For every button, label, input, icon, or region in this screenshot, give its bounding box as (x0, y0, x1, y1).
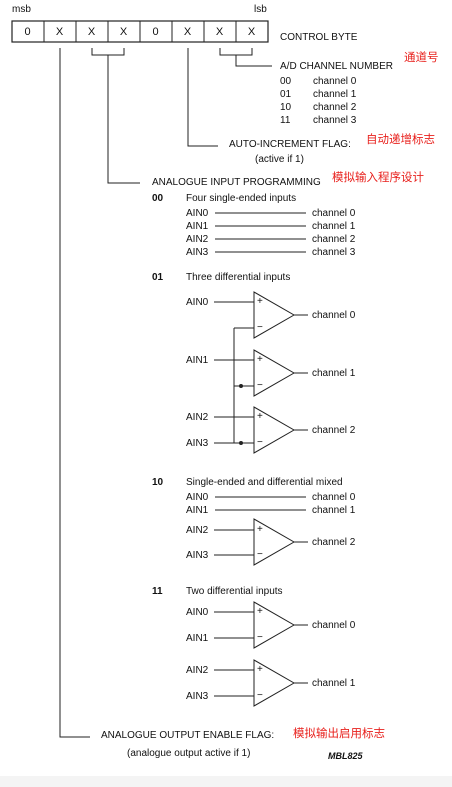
mode00-input-2: AIN2 (186, 234, 209, 245)
mode10-lines (214, 496, 308, 566)
plus-sign: + (257, 664, 263, 675)
mode11-amplifiers (214, 601, 308, 707)
mode01-channel-0: channel 0 (312, 310, 356, 321)
analogue-output-note: (analogue output active if 1) (127, 748, 251, 759)
ad-code-01: 01 (280, 89, 292, 100)
analogue-output-leader (59, 48, 90, 738)
mode00-code: 00 (152, 193, 164, 204)
ad-channel-label-cn: 通道号 (404, 52, 439, 64)
auto-increment-leader (187, 48, 218, 147)
mode10-channel-2: channel 2 (312, 537, 356, 548)
bit-1: X (215, 25, 224, 38)
mode00-input-0: AIN0 (186, 208, 209, 219)
mode11-input-0: AIN0 (186, 607, 209, 618)
auto-increment-note: (active if 1) (255, 154, 304, 165)
minus-sign: − (257, 380, 263, 391)
footer-strip (0, 776, 452, 787)
ad-code-10: 10 (280, 102, 292, 113)
mode11-title: Two differential inputs (186, 586, 283, 597)
mode01-code: 01 (152, 272, 164, 283)
minus-sign: − (257, 437, 263, 448)
mode10-input-3: AIN3 (186, 550, 209, 561)
mode01-amplifiers (214, 291, 308, 454)
minus-sign: − (257, 322, 263, 333)
mode01-title: Three differential inputs (186, 272, 291, 283)
mode01-channel-2: channel 2 (312, 425, 356, 436)
lsb-label: lsb (254, 4, 267, 15)
auto-increment-label-cn: 自动递增标志 (366, 134, 435, 146)
minus-sign: − (257, 632, 263, 643)
bit-3: 0 (152, 25, 159, 38)
auto-increment-label: AUTO-INCREMENT FLAG: (229, 139, 351, 150)
ad-channel-0: channel 0 (313, 76, 357, 87)
minus-sign: − (257, 690, 263, 701)
mode00-input-1: AIN1 (186, 221, 209, 232)
mode00-channel-2: channel 2 (312, 234, 356, 245)
mode10-title: Single-ended and differential mixed (186, 477, 343, 488)
figure-id: MBL825 (328, 751, 363, 761)
ad-channel-leader (219, 48, 272, 67)
ad-channel-label: A/D CHANNEL NUMBER (280, 61, 393, 72)
plus-sign: + (257, 411, 263, 422)
mode10-input-0: AIN0 (186, 492, 209, 503)
mode10-input-1: AIN1 (186, 505, 209, 516)
bit-5: X (87, 25, 96, 38)
ad-channel-1: channel 1 (313, 89, 357, 100)
analogue-input-label-cn: 模拟输入程序设计 (332, 172, 424, 184)
mode00-title: Four single-ended inputs (186, 193, 297, 204)
mode10-input-2: AIN2 (186, 525, 209, 536)
mode11-channel-1: channel 1 (312, 678, 356, 689)
plus-sign: + (257, 354, 263, 365)
mode01-input-3: AIN3 (186, 438, 209, 449)
control-byte-title: CONTROL BYTE (280, 32, 358, 43)
bit-6: X (55, 25, 64, 38)
mode00-channel-1: channel 1 (312, 221, 356, 232)
mode01-input-2: AIN2 (186, 412, 209, 423)
plus-sign: + (257, 296, 263, 307)
mode11-input-3: AIN3 (186, 691, 209, 702)
mode00-channel-3: channel 3 (312, 247, 356, 258)
ad-code-11: 11 (280, 115, 291, 126)
mode10-channel-0: channel 0 (312, 492, 356, 503)
analogue-output-label-cn: 模拟输出启用标志 (293, 728, 385, 740)
mode11-channel-0: channel 0 (312, 620, 356, 631)
bit-dividers (43, 21, 237, 42)
mode01-input-0: AIN0 (186, 297, 209, 308)
plus-sign: + (257, 524, 263, 535)
msb-label: msb (12, 4, 31, 15)
mode10-channel-1: channel 1 (312, 505, 356, 516)
mode10-code: 10 (152, 477, 164, 488)
bit-7: 0 (24, 25, 31, 38)
minus-sign: − (257, 549, 263, 560)
mode11-input-2: AIN2 (186, 665, 209, 676)
mode11-input-1: AIN1 (186, 633, 209, 644)
analogue-input-label: ANALOGUE INPUT PROGRAMMING (152, 177, 321, 188)
ad-channel-3: channel 3 (313, 115, 357, 126)
plus-sign: + (257, 606, 263, 617)
mode00-lines (215, 212, 306, 253)
mode00-input-3: AIN3 (186, 247, 209, 258)
ad-channel-2: channel 2 (313, 102, 357, 113)
bit-4: X (119, 25, 128, 38)
analogue-input-leader (91, 48, 140, 184)
mode01-input-1: AIN1 (186, 355, 209, 366)
analogue-output-label: ANALOGUE OUTPUT ENABLE FLAG: (101, 730, 275, 741)
bit-2: X (183, 25, 192, 38)
mode00-channel-0: channel 0 (312, 208, 356, 219)
bit-0: X (247, 25, 256, 38)
mode11-code: 11 (152, 586, 163, 597)
mode01-channel-1: channel 1 (312, 368, 356, 379)
ad-code-00: 00 (280, 76, 292, 87)
